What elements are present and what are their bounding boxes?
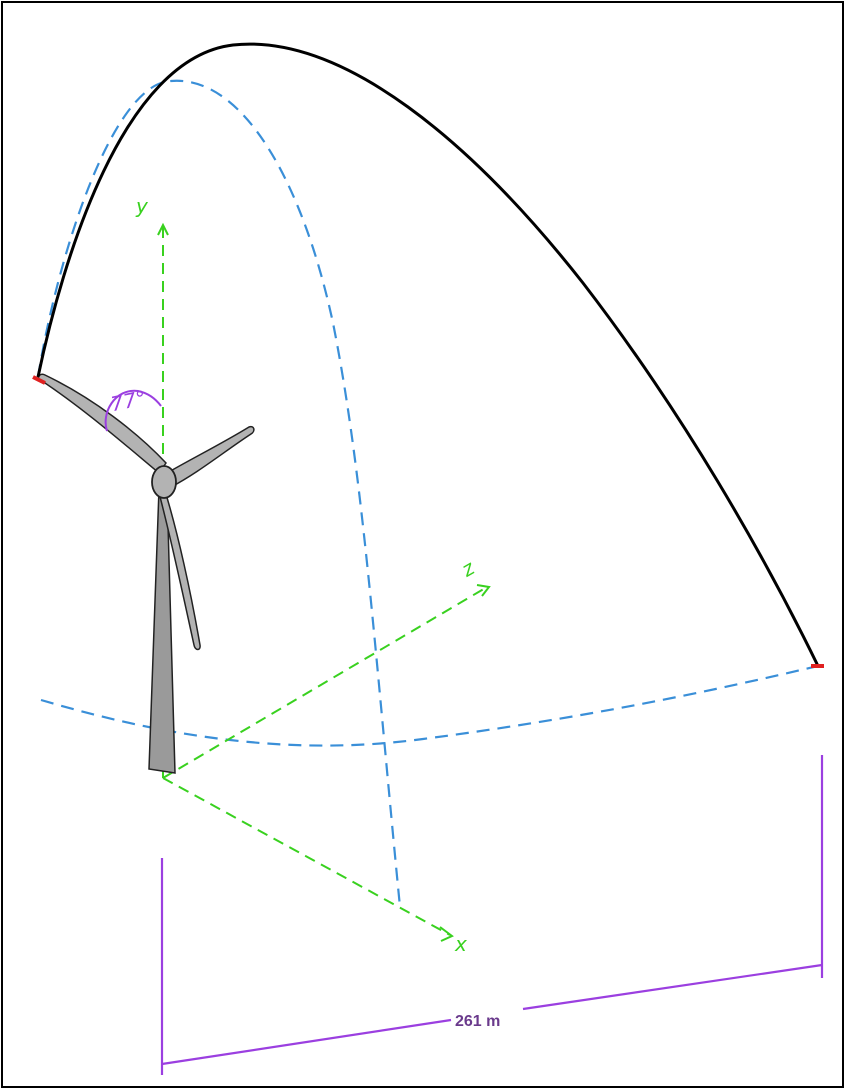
axes: [157, 222, 491, 942]
distance-dimension: [160, 755, 824, 1075]
blade-lower: [158, 490, 201, 651]
wind-turbine: [37, 373, 255, 774]
projected-arc: [36, 79, 402, 908]
distance-label: 261 m: [455, 1013, 500, 1030]
y-arrowhead: [157, 222, 169, 236]
trajectory-diagram: y z x 77° 261 m: [32, 42, 824, 1075]
x-axis-label: x: [454, 932, 467, 956]
turbine-hub: [151, 465, 177, 499]
trajectory-curve: [36, 42, 820, 667]
angle-arc: [104, 389, 162, 432]
z-arrowhead: [476, 584, 491, 597]
z-axis-label: z: [456, 555, 478, 582]
ground-arc: [40, 664, 819, 747]
x-axis: [162, 777, 451, 936]
blade-right: [166, 425, 255, 489]
x-arrowhead: [439, 926, 454, 942]
z-axis: [162, 586, 488, 779]
dimension-line-left: [161, 1018, 452, 1066]
y-axis-label: y: [135, 194, 149, 218]
angle-label: 77°: [109, 385, 149, 416]
start-point-marker: [32, 375, 46, 385]
dimension-line-right: [522, 963, 823, 1011]
blade-upper-left: [37, 373, 167, 475]
